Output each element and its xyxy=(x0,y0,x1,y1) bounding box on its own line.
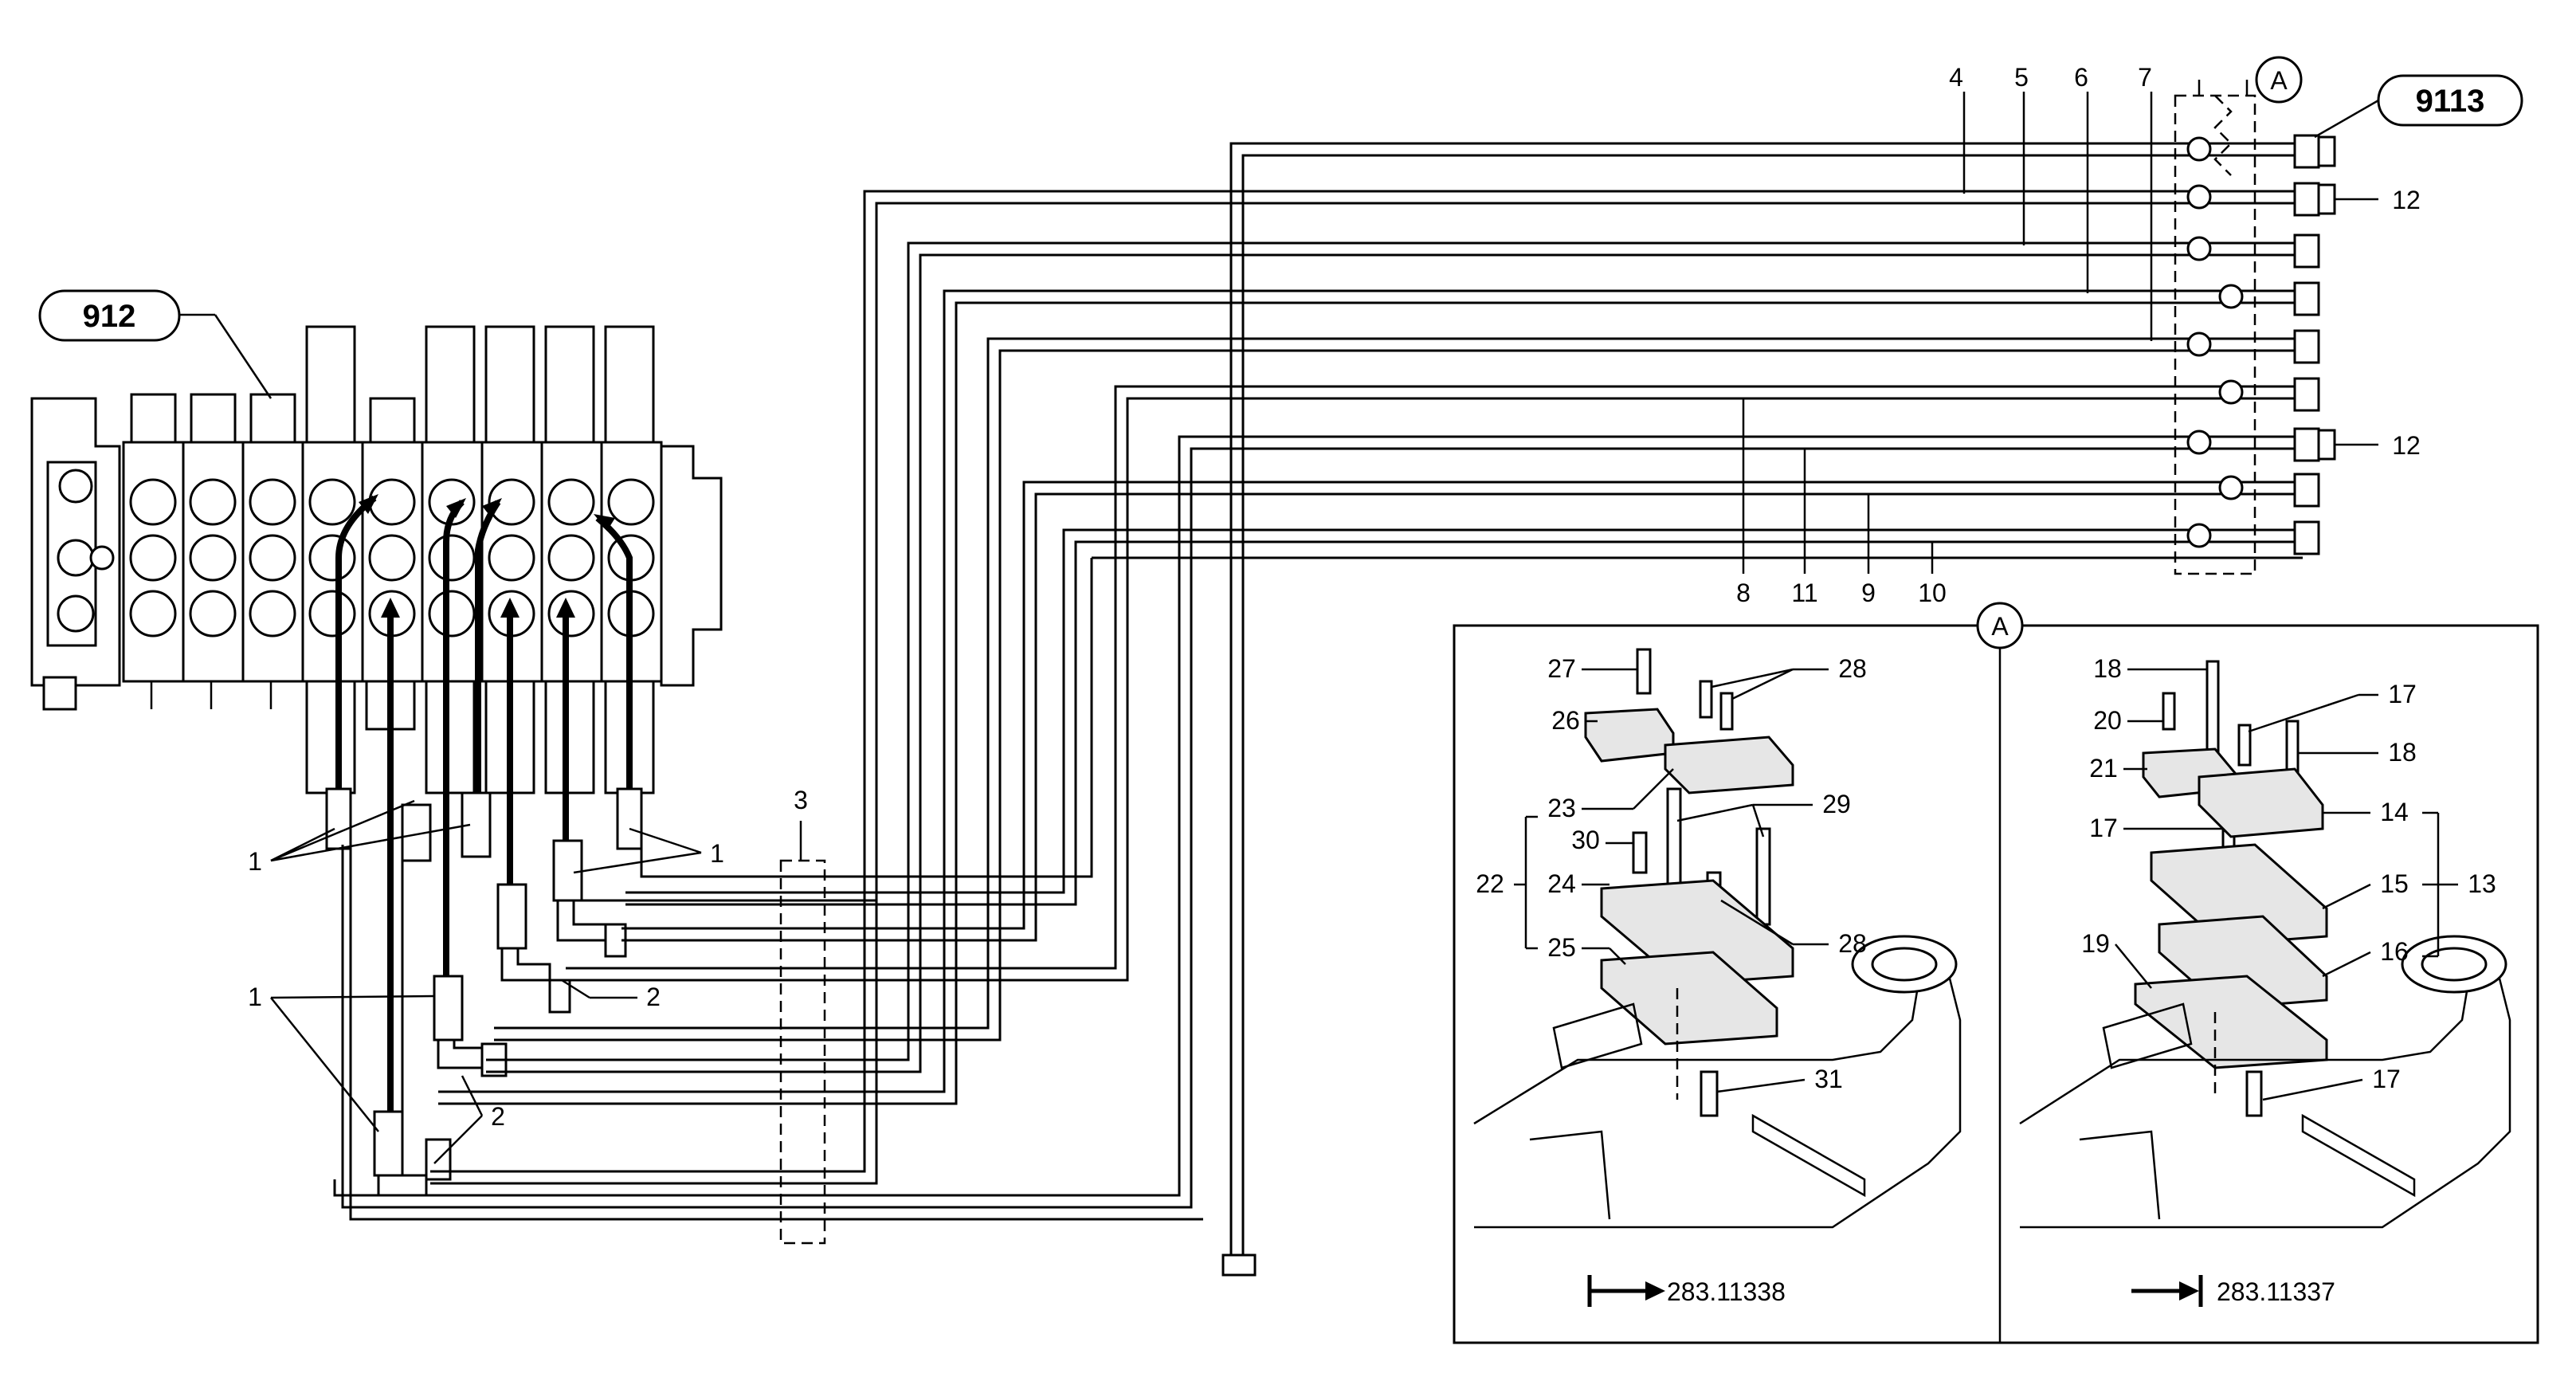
svg-text:22: 22 xyxy=(1476,869,1504,898)
group-9113-label: 9113 xyxy=(2377,74,2523,127)
svg-text:23: 23 xyxy=(1547,794,1576,822)
svg-text:6: 6 xyxy=(2074,63,2088,92)
svg-text:9: 9 xyxy=(1861,579,1876,607)
svg-text:11: 11 xyxy=(1791,579,1817,607)
svg-text:28: 28 xyxy=(1838,654,1867,683)
svg-text:3: 3 xyxy=(794,786,808,814)
valve-sections xyxy=(122,441,663,683)
detail-left: 27 28 26 23 29 30 22 24 25 xyxy=(1473,648,1962,1307)
svg-text:27: 27 xyxy=(1547,654,1576,683)
svg-text:7: 7 xyxy=(2138,63,2152,92)
svg-text:31: 31 xyxy=(1814,1065,1843,1093)
svg-text:26: 26 xyxy=(1551,706,1580,735)
clamp-3-outline xyxy=(779,859,826,1245)
detail-right: 18 17 20 18 21 17 14 15 16 13 19 xyxy=(2019,654,2511,1307)
main-callouts: 4 5 6 7 12 12 8 11 9 10 3 1 1 1 2 2 xyxy=(248,63,2421,1164)
svg-text:5: 5 xyxy=(2014,63,2029,92)
svg-text:18: 18 xyxy=(2093,654,2122,683)
svg-text:18: 18 xyxy=(2388,738,2417,767)
svg-text:19: 19 xyxy=(2081,929,2110,958)
svg-text:20: 20 xyxy=(2093,706,2122,735)
svg-text:16: 16 xyxy=(2380,937,2409,966)
svg-text:2: 2 xyxy=(646,983,661,1011)
svg-text:12: 12 xyxy=(2392,431,2421,460)
svg-text:10: 10 xyxy=(1918,579,1947,607)
svg-text:17: 17 xyxy=(2388,680,2417,708)
svg-text:29: 29 xyxy=(1822,790,1851,818)
svg-text:4: 4 xyxy=(1949,63,1963,92)
svg-text:28: 28 xyxy=(1838,929,1867,958)
svg-text:21: 21 xyxy=(2089,754,2118,783)
pipe-bundle xyxy=(333,142,2303,1277)
svg-text:17: 17 xyxy=(2089,814,2118,842)
svg-text:12: 12 xyxy=(2392,186,2421,214)
svg-text:A: A xyxy=(2270,66,2288,95)
svg-text:912: 912 xyxy=(83,299,136,334)
hydraulic-hoses xyxy=(335,494,633,1116)
svg-text:283.11337: 283.11337 xyxy=(2217,1277,2335,1306)
svg-text:2: 2 xyxy=(491,1102,505,1131)
svg-text:17: 17 xyxy=(2372,1065,2401,1093)
hose-fittings xyxy=(325,787,643,1197)
svg-text:9113: 9113 xyxy=(2416,84,2485,119)
detail-view-a: A 27 28 xyxy=(1453,602,2539,1344)
svg-text:1: 1 xyxy=(248,847,262,876)
svg-text:A: A xyxy=(1991,612,2009,641)
bulkhead-connectors xyxy=(2174,80,2336,575)
svg-text:1: 1 xyxy=(710,839,724,868)
svg-text:25: 25 xyxy=(1547,933,1576,962)
view-a-marker-top: A xyxy=(2255,56,2303,104)
svg-text:14: 14 xyxy=(2380,798,2409,826)
group-912-label: 912 xyxy=(38,289,181,342)
svg-text:13: 13 xyxy=(2468,869,2496,898)
svg-text:1: 1 xyxy=(248,983,262,1011)
svg-text:283.11338: 283.11338 xyxy=(1667,1277,1786,1306)
control-valve-block xyxy=(30,325,723,794)
svg-text:30: 30 xyxy=(1571,826,1600,854)
svg-text:8: 8 xyxy=(1736,579,1751,607)
svg-text:24: 24 xyxy=(1547,869,1576,898)
svg-text:15: 15 xyxy=(2380,869,2409,898)
